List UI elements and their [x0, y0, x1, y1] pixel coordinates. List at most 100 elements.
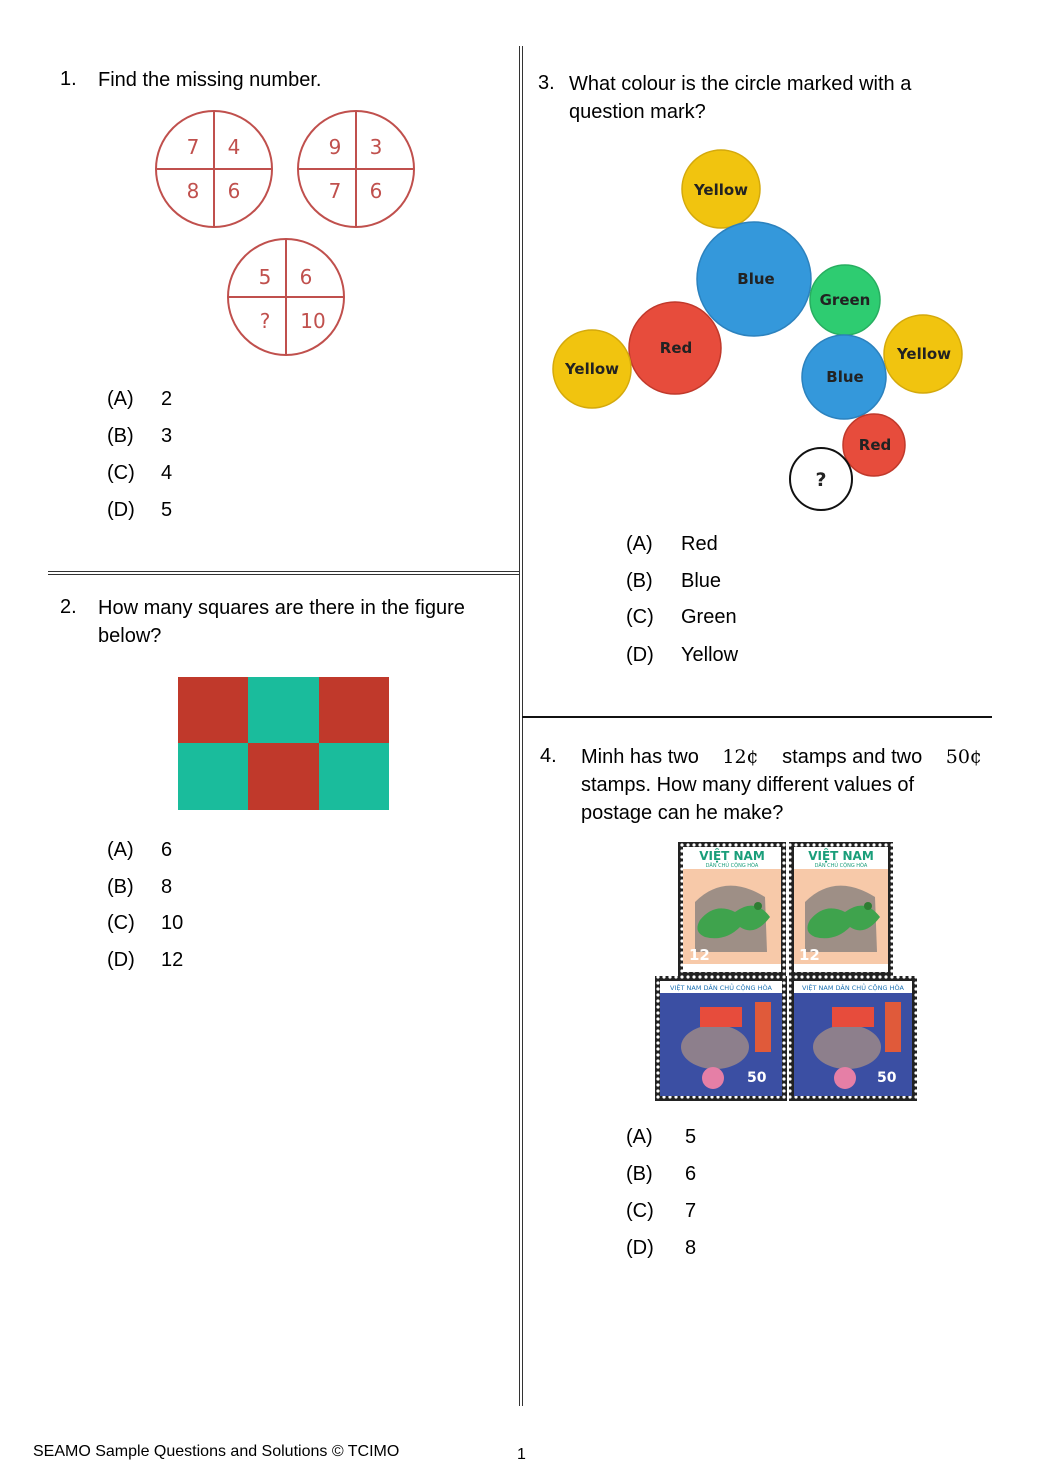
- number-circle-1: 7 4 8 6: [155, 110, 273, 228]
- svg-text:VIỆT NAM: VIỆT NAM: [699, 848, 765, 863]
- option-value: 12: [161, 949, 184, 971]
- grid-cell: [319, 677, 389, 743]
- option-label: (B): [626, 570, 653, 592]
- circle-yellow-right: Yellow: [883, 314, 963, 394]
- svg-text:Red: Red: [859, 436, 891, 454]
- option-label: (B): [107, 876, 134, 898]
- option-value: 8: [161, 876, 173, 898]
- question-text-line-1: Minh has two 12¢ stamps and two 50¢: [581, 743, 982, 771]
- circle-yellow-top: Yellow: [681, 149, 761, 229]
- circle-yellow-left: Yellow: [552, 329, 632, 409]
- footer-copyright: SEAMO Sample Questions and Solutions © T…: [33, 1443, 400, 1460]
- section-divider-q1-q2-bottom: [48, 574, 520, 575]
- option-value: Yellow: [681, 644, 739, 666]
- question-text: Find the missing number.: [98, 69, 322, 91]
- circle1-top-right: 4: [228, 135, 241, 159]
- option-value: 3: [161, 425, 173, 447]
- circle3-top-right: 6: [300, 265, 313, 289]
- option-label: (B): [107, 425, 134, 447]
- svg-text:12: 12: [689, 946, 710, 964]
- option-value: 5: [685, 1126, 697, 1148]
- circle1-bottom-right: 6: [228, 179, 241, 203]
- option-label: (A): [107, 839, 134, 861]
- stamp-value-12: 12¢: [722, 746, 759, 768]
- circle3-bottom-left: ?: [260, 309, 271, 333]
- circle2-top-left: 9: [329, 135, 342, 159]
- stamp-50-left: VIỆT NAM DÂN CHỦ CỘNG HÒA 50: [655, 976, 787, 1101]
- colour-circles-figure: Yellow Blue Green Red Yellow Yellow Blue: [552, 149, 963, 511]
- svg-text:VIỆT NAM DÂN CHỦ CỘNG HÒA: VIỆT NAM DÂN CHỦ CỘNG HÒA: [802, 982, 905, 992]
- option-label: (D): [626, 644, 654, 666]
- column-divider-left: [519, 46, 520, 1406]
- option-label: (D): [107, 949, 135, 971]
- option-value: 6: [685, 1163, 697, 1185]
- option-label: (C): [626, 606, 654, 628]
- circle3-top-left: 5: [259, 265, 272, 289]
- svg-text:Yellow: Yellow: [564, 360, 619, 378]
- grid-cell: [248, 677, 319, 743]
- circle-blue-small: Blue: [801, 334, 887, 420]
- circle2-bottom-left: 7: [329, 179, 342, 203]
- option-value: 7: [685, 1200, 697, 1222]
- svg-text:DÂN CHỦ CỘNG HÒA: DÂN CHỦ CỘNG HÒA: [706, 861, 759, 869]
- circle2-top-right: 3: [370, 135, 383, 159]
- option-label: (C): [626, 1200, 654, 1222]
- option-value: 10: [161, 912, 184, 934]
- svg-text:VIỆT NAM: VIỆT NAM: [808, 848, 874, 863]
- svg-text:Yellow: Yellow: [896, 345, 951, 363]
- circle-green: Green: [809, 264, 881, 336]
- question-text-line-2: stamps. How many different values of: [581, 774, 915, 796]
- option-label: (C): [107, 462, 135, 484]
- option-value: 8: [685, 1237, 697, 1259]
- svg-text:DÂN CHỦ CỘNG HÒA: DÂN CHỦ CỘNG HÒA: [815, 861, 868, 869]
- option-label: (A): [626, 1126, 653, 1148]
- question-number: 4.: [540, 745, 557, 767]
- question-text-line-1: How many squares are there in the figure: [98, 597, 465, 619]
- circle1-top-left: 7: [187, 135, 200, 159]
- circle-blue-large: Blue: [696, 221, 812, 337]
- stamp-50-right: VIỆT NAM DÂN CHỦ CỘNG HÒA 50: [789, 976, 917, 1101]
- option-label: (D): [626, 1237, 654, 1259]
- option-label: (D): [107, 499, 135, 521]
- option-value: 5: [161, 499, 173, 521]
- option-value: Blue: [681, 570, 722, 592]
- q4-text-part: stamps and two: [782, 746, 923, 768]
- grid-cell: [178, 677, 248, 743]
- q4-text-part: Minh has two: [581, 746, 699, 768]
- circle-red-left: Red: [628, 301, 722, 395]
- option-value: 4: [161, 462, 173, 484]
- option-label: (A): [626, 533, 653, 555]
- question-text-line-2: question mark?: [569, 101, 706, 123]
- stamp-12-left: VIỆT NAM DÂN CHỦ CỘNG HÒA 12: [678, 842, 786, 977]
- circle3-bottom-right: 10: [300, 309, 325, 333]
- number-circle-3: 5 6 ? 10: [227, 238, 345, 356]
- column-divider-right: [522, 46, 523, 1406]
- svg-text:Blue: Blue: [737, 270, 774, 288]
- circle-red-small: Red: [842, 413, 906, 477]
- svg-text:VIỆT NAM DÂN CHỦ CỘNG HÒA: VIỆT NAM DÂN CHỦ CỘNG HÒA: [670, 982, 773, 992]
- q1-circle-figure: 7 4 8 6 9 3 7 6 5 6 ? 10: [155, 110, 415, 356]
- circle1-bottom-left: 8: [187, 179, 200, 203]
- stamp-value-50: 50¢: [945, 746, 982, 768]
- question-text-line-1: What colour is the circle marked with a: [569, 73, 912, 95]
- svg-text:50: 50: [877, 1070, 897, 1086]
- option-label: (A): [107, 388, 134, 410]
- circle2-bottom-right: 6: [370, 179, 383, 203]
- option-value: Red: [681, 533, 718, 555]
- svg-text:Yellow: Yellow: [693, 181, 748, 199]
- square-grid-figure: [178, 677, 389, 810]
- option-value: Green: [681, 606, 737, 628]
- grid-cell: [319, 743, 389, 810]
- grid-cell: [248, 743, 319, 810]
- question-number: 2.: [60, 596, 77, 618]
- section-divider-q3-q4: [522, 716, 992, 718]
- stamp-12-right: VIỆT NAM DÂN CHỦ CỘNG HÒA 12: [789, 842, 893, 977]
- number-circle-2: 9 3 7 6: [297, 110, 415, 228]
- question-text-line-3: postage can he make?: [581, 802, 784, 824]
- option-label: (C): [107, 912, 135, 934]
- svg-text:Red: Red: [660, 339, 692, 357]
- grid-cell: [178, 743, 248, 810]
- svg-text:12: 12: [799, 946, 820, 964]
- question-text-line-2: below?: [98, 625, 162, 647]
- section-divider-q1-q2-top: [48, 571, 520, 572]
